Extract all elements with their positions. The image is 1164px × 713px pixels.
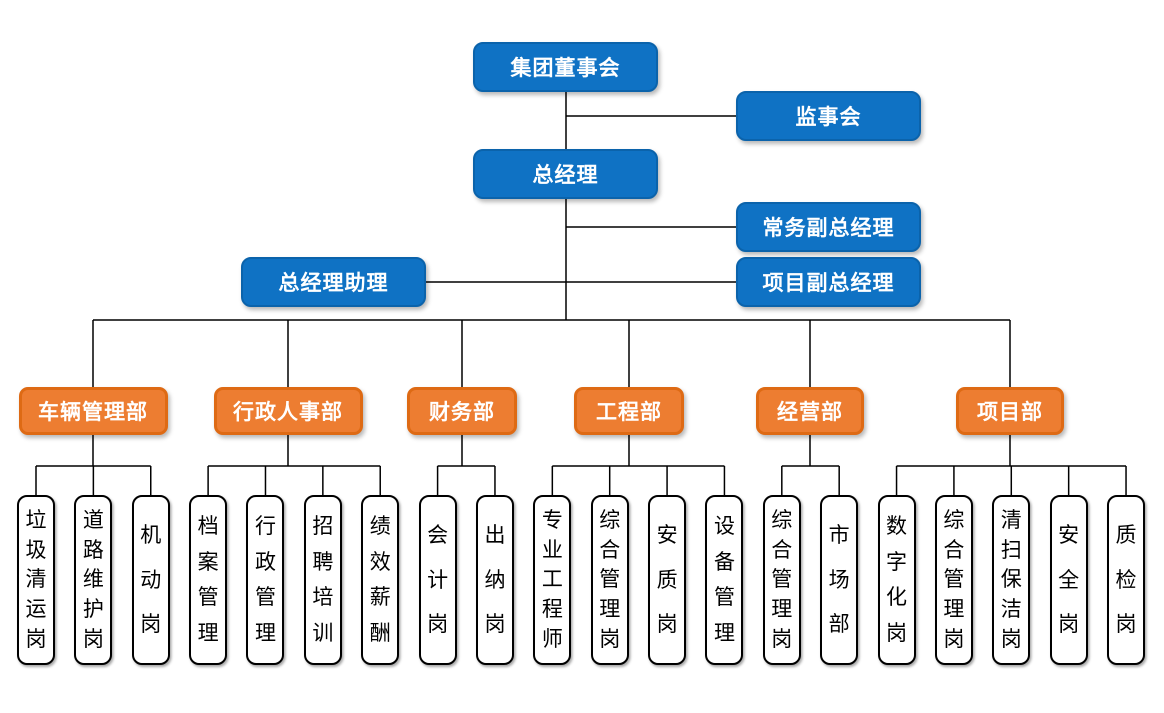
executive-deputy-gm-node: 常务副总经理 — [736, 202, 921, 252]
position-node: 道路维护岗 — [74, 495, 113, 665]
department-node: 工程部 — [574, 387, 684, 435]
position-node: 垃圾清运岗 — [17, 495, 55, 665]
general-manager-node: 总经理 — [473, 149, 658, 199]
position-node: 行政管理 — [246, 495, 285, 665]
position-node: 综合管理岗 — [762, 495, 801, 665]
position-node: 清扫保洁岗 — [992, 495, 1031, 665]
position-node: 安质岗 — [648, 495, 687, 665]
department-node: 车辆管理部 — [18, 387, 168, 435]
position-node: 综合管理岗 — [934, 495, 973, 665]
position-node: 专业工程师 — [533, 495, 572, 665]
position-node: 设备管理 — [705, 495, 744, 665]
position-node: 综合管理岗 — [590, 495, 629, 665]
department-node: 经营部 — [756, 387, 864, 435]
position-node: 数字化岗 — [877, 495, 916, 665]
position-node: 安全岗 — [1049, 495, 1088, 665]
position-node: 出纳岗 — [475, 495, 514, 665]
position-node: 档案管理 — [189, 495, 228, 665]
position-node: 市场部 — [820, 495, 859, 665]
position-node: 机动岗 — [131, 495, 170, 665]
gm-assistant-node: 总经理助理 — [241, 257, 426, 307]
position-node: 绩效薪酬 — [361, 495, 400, 665]
position-node: 质检岗 — [1107, 495, 1146, 665]
board-of-directors-node: 集团董事会 — [473, 42, 658, 92]
project-deputy-gm-node: 项目副总经理 — [736, 257, 921, 307]
department-node: 行政人事部 — [213, 387, 363, 435]
position-node: 招聘培训 — [303, 495, 342, 665]
department-node: 财务部 — [407, 387, 517, 435]
department-node: 项目部 — [956, 387, 1064, 435]
position-node: 会计岗 — [418, 495, 457, 665]
supervisory-board-node: 监事会 — [736, 91, 921, 141]
